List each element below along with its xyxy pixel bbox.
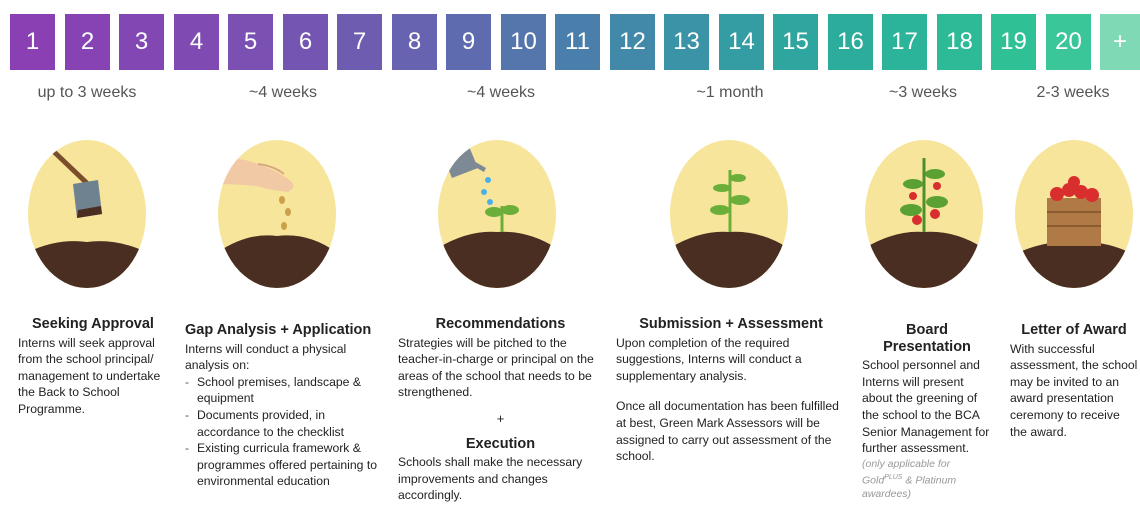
stage-title: Board Presentation	[883, 322, 971, 355]
list-item: Existing curricula framework & programme…	[185, 440, 385, 490]
week-box-14: 14	[719, 14, 764, 70]
stage-board-presentation: Board Presentation School personnel and …	[862, 322, 992, 501]
week-box-3: 3	[119, 14, 164, 70]
week-box-2: 2	[65, 14, 110, 70]
tomato-plant-illustration	[865, 140, 983, 288]
week-box-19: 19	[991, 14, 1036, 70]
week-box-18: 18	[937, 14, 982, 70]
stage-title: Submission + Assessment	[639, 316, 823, 332]
shovel-illustration	[28, 140, 146, 288]
week-box-11: 11	[555, 14, 600, 70]
execution-title: Execution	[465, 435, 536, 452]
week-box-5: 5	[228, 14, 273, 70]
week-box-1: 1	[10, 14, 55, 70]
stage-gap-analysis: Gap Analysis + Application Interns will …	[185, 322, 385, 490]
duration-recommendations: ~4 weeks	[466, 84, 536, 101]
list-item: School premises, landscape & equipment	[185, 374, 385, 407]
stage-title: Seeking Approval	[32, 316, 154, 332]
stage-body: Upon completion of the required suggesti…	[616, 335, 802, 383]
stage-letter-of-award: Letter of Award With successful assessme…	[1010, 322, 1138, 440]
stage-body: Strategies will be pitched to the teache…	[398, 335, 594, 400]
week-box-9: 9	[446, 14, 491, 70]
eligibility-note: (only applicable for GoldPLUS & Platinum…	[862, 457, 957, 501]
week-box-17: 17	[882, 14, 927, 70]
week-box-8: 8	[392, 14, 437, 70]
hand-seeds-illustration	[218, 140, 336, 288]
week-box-12: 12	[610, 14, 655, 70]
stage-list: School premises, landscape & equipment D…	[185, 374, 385, 490]
stage-intro: Interns will conduct a physical analysis…	[185, 341, 347, 373]
stage-body: With successful assessment, the school m…	[1010, 341, 1138, 439]
stage-body: School personnel and Interns will presen…	[862, 358, 990, 456]
plus-separator: +	[496, 410, 505, 426]
week-box-10: 10	[501, 14, 546, 70]
stage-body: Interns will seek approval from the scho…	[18, 335, 161, 416]
week-box-20: 20	[1046, 14, 1091, 70]
stage-recommendations: Recommendations Strategies will be pitch…	[398, 316, 603, 504]
week-box-6: 6	[283, 14, 328, 70]
duration-award: 2-3 weeks	[1036, 84, 1110, 101]
stage-seeking-approval: Seeking Approval Interns will seek appro…	[18, 316, 168, 418]
stage-body-2: Once all documentation has been fulfille…	[616, 399, 839, 464]
duration-board: ~3 weeks	[888, 84, 958, 101]
stage-title: Letter of Award	[1021, 322, 1127, 338]
week-box-4: 4	[174, 14, 219, 70]
stage-submission-assessment: Submission + Assessment Upon completion …	[616, 316, 846, 465]
stage-title: Gap Analysis + Application	[185, 322, 372, 338]
week-box-7: 7	[337, 14, 382, 70]
execution-body: Schools shall make the necessary improve…	[398, 455, 583, 503]
tomato-basket-illustration	[1015, 140, 1133, 288]
week-box-13: 13	[664, 14, 709, 70]
watering-can-illustration	[438, 140, 556, 288]
week-timeline-bar: 1 2 3 4 5 6 7 8 9 10 11 12 13 14 15 16 1…	[10, 14, 1140, 70]
sprout-illustration	[670, 140, 788, 288]
duration-submission: ~1 month	[696, 84, 764, 101]
week-box-15: 15	[773, 14, 818, 70]
week-box-more: +	[1100, 14, 1140, 70]
duration-gap: ~4 weeks	[248, 84, 318, 101]
duration-seeking: up to 3 weeks	[37, 84, 137, 101]
list-item: Documents provided, in accordance to the…	[185, 407, 385, 440]
week-box-16: 16	[828, 14, 873, 70]
stage-title: Recommendations	[435, 316, 566, 332]
